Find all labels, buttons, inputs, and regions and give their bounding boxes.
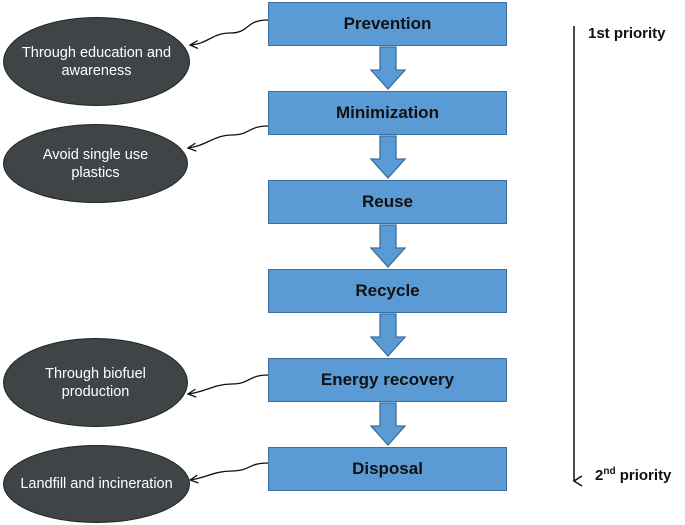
- priority-bottom-suffix: nd: [603, 466, 616, 477]
- step-minimization: Minimization: [268, 91, 507, 135]
- note-avoid-single-use-text: Avoid single use plastics: [42, 146, 149, 181]
- note-education-awareness: Through education and awareness: [3, 17, 190, 106]
- flow-arrow-3: [369, 224, 407, 268]
- step-reuse: Reuse: [268, 180, 507, 224]
- priority-bottom-label: 2nd priority: [595, 466, 671, 484]
- flow-arrow-5: [369, 402, 407, 446]
- note-landfill-incineration: Landfill and incineration: [3, 445, 190, 523]
- note-biofuel-production: Through biofuel production: [3, 338, 188, 427]
- flow-arrow-2: [369, 135, 407, 179]
- note-biofuel-production-text: Through biofuel production: [45, 365, 146, 400]
- step-energy-recovery: Energy recovery: [268, 358, 507, 402]
- flow-arrow-1: [369, 46, 407, 90]
- connector-disposal: [190, 462, 269, 480]
- note-education-awareness-text: Through education and awareness: [21, 44, 172, 79]
- priority-bottom-text: priority: [615, 467, 672, 484]
- flow-arrow-4: [369, 313, 407, 357]
- note-landfill-incineration-text: Landfill and incineration: [20, 476, 173, 492]
- priority-top-label: 1st priority: [588, 25, 666, 42]
- note-avoid-single-use: Avoid single use plastics: [3, 124, 188, 203]
- step-recycle: Recycle: [268, 269, 507, 313]
- connector-minimization: [188, 125, 269, 148]
- connector-energy-recovery: [188, 374, 269, 394]
- connector-prevention: [190, 19, 269, 45]
- priority-bottom-number: 2: [595, 467, 604, 484]
- step-prevention: Prevention: [268, 2, 507, 46]
- step-disposal: Disposal: [268, 447, 507, 491]
